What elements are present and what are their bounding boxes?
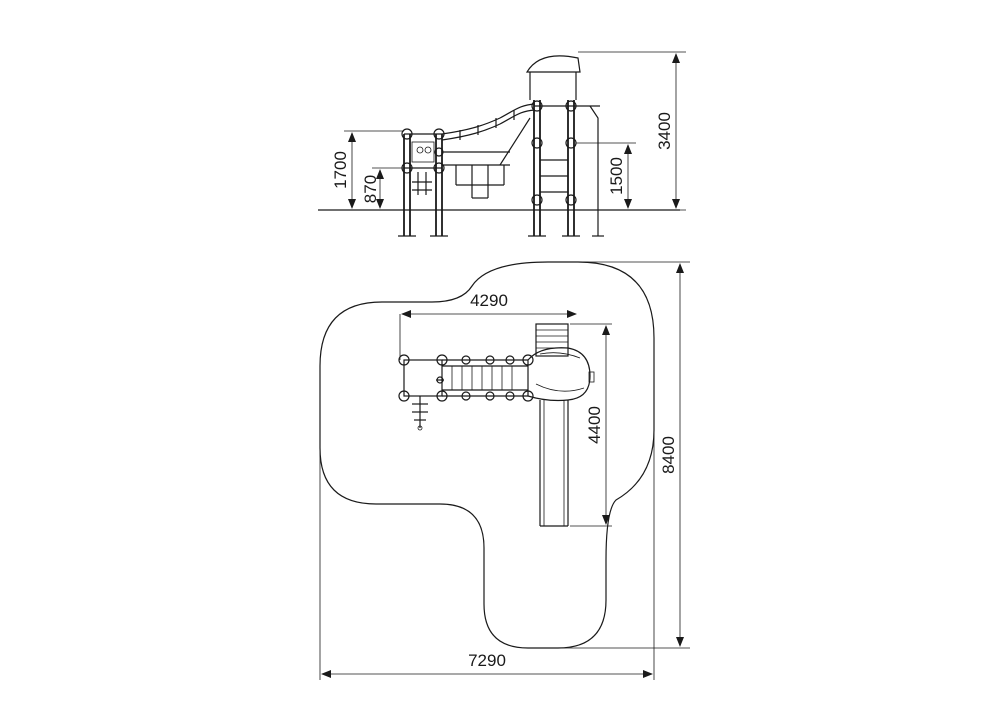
dimension-870: 870 — [361, 167, 404, 209]
bridge-section — [441, 103, 536, 199]
dim-text-870: 870 — [361, 175, 380, 203]
safety-zone-outline — [319, 261, 655, 649]
dimension-7290: 7290 — [319, 430, 655, 680]
dimension-1500: 1500 — [576, 142, 636, 209]
plan-structure — [398, 354, 534, 431]
dim-text-4290: 4290 — [470, 291, 508, 310]
dim-text-1500: 1500 — [607, 157, 626, 195]
dim-text-4400: 4400 — [585, 406, 604, 444]
dim-text-8400: 8400 — [659, 436, 678, 474]
left-platform — [398, 128, 448, 237]
dimension-8400: 8400 — [558, 261, 690, 649]
dim-text-7290: 7290 — [468, 651, 506, 670]
dimension-4400: 4400 — [570, 323, 612, 527]
dimension-1700: 1700 — [331, 130, 404, 209]
plan-tower-roof — [527, 323, 595, 402]
dimension-3400: 3400 — [578, 51, 686, 211]
plan-slide — [539, 400, 569, 527]
dim-text-3400: 3400 — [655, 112, 674, 150]
tower — [525, 55, 604, 237]
dim-text-1700: 1700 — [331, 151, 350, 189]
dimension-4290: 4290 — [399, 291, 577, 360]
plan-view: 4290 4400 8400 7290 — [319, 261, 690, 680]
side-elevation-view: 3400 1500 1700 870 — [318, 51, 686, 237]
